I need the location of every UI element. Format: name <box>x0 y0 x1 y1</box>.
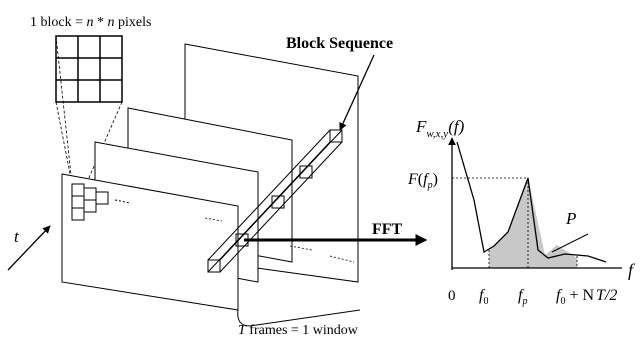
shaded-area-p <box>489 178 577 268</box>
pixel-grid <box>55 35 123 103</box>
tick-t-half: T/2 <box>596 287 617 304</box>
window-bracket <box>237 309 361 327</box>
x-axis-label: f <box>628 260 636 280</box>
block-sequence-tube <box>207 129 343 273</box>
tick-f0: f0 <box>479 287 488 307</box>
frame-dashes <box>204 217 355 263</box>
tick-zero: 0 <box>448 288 456 304</box>
y-axis-label: Fw,x,y(f) <box>415 117 465 140</box>
front-frame-blocks <box>71 183 131 221</box>
frame-stack <box>61 43 359 311</box>
block-caption: 1 block = n * n pixels <box>30 15 151 30</box>
fft-label: FFT <box>372 221 403 238</box>
window-caption: T frames = 1 window <box>238 323 359 338</box>
grid-projection-lines <box>55 35 123 185</box>
peak-label: F(fp) <box>407 171 438 191</box>
spectrum-curve <box>456 141 607 263</box>
tick-fp: fp <box>518 287 527 307</box>
spectrum-plot: P Fw,x,y(f) F(fp) f 0 f0 fp f0 + N T/2 <box>407 117 636 307</box>
block-sequence-arrow <box>339 54 375 131</box>
time-axis-arrow <box>7 225 51 271</box>
time-axis-label: t <box>14 227 20 246</box>
svg-text:1 block = n * n pixels: 1 block = n * n pixels <box>30 15 151 30</box>
block-sequence-label: Block Sequence <box>286 35 393 52</box>
tick-f0N: f0 + N <box>556 287 594 307</box>
area-pointer <box>551 233 589 253</box>
area-label: P <box>565 209 576 228</box>
